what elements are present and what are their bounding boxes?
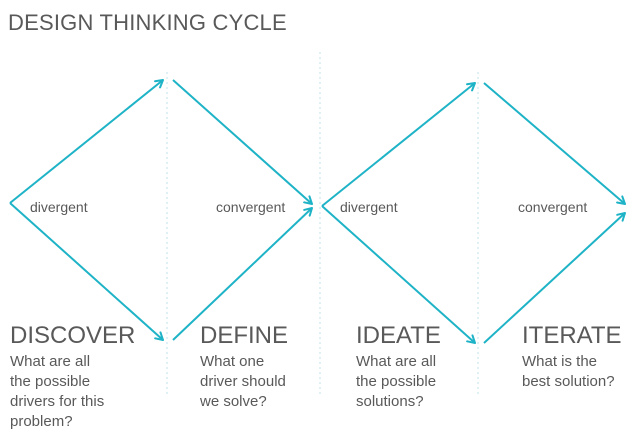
arrow-converge-down-2 bbox=[483, 82, 626, 205]
label-convergent-2: convergent bbox=[518, 199, 588, 215]
arrow-converge-down-1 bbox=[172, 79, 313, 205]
phase-define: DEFINE What one driver should we solve? bbox=[200, 322, 340, 412]
arrow-converge-up-2 bbox=[483, 212, 626, 344]
phase-name: DISCOVER bbox=[10, 322, 136, 349]
phase-iterate: ITERATE What is the best solution? bbox=[522, 322, 640, 392]
label-divergent-1: divergent bbox=[30, 199, 88, 215]
label-divergent-2: divergent bbox=[340, 199, 398, 215]
phase-name: DEFINE bbox=[200, 322, 289, 349]
phase-question: What one driver should we solve? bbox=[200, 353, 286, 410]
arrow-diverge-up-1 bbox=[9, 79, 164, 204]
arrow-diverge-up-2 bbox=[321, 82, 476, 207]
phase-question: What is the best solution? bbox=[522, 353, 615, 390]
arrow-converge-up-1 bbox=[172, 207, 313, 341]
phase-discover: DISCOVER What are all the possible drive… bbox=[10, 322, 150, 432]
phase-ideate: IDEATE What are all the possible solutio… bbox=[356, 322, 496, 412]
arrow-diverge-down-1 bbox=[9, 202, 164, 341]
phase-question: What are all the possible drivers for th… bbox=[10, 353, 105, 430]
label-convergent-1: convergent bbox=[216, 199, 286, 215]
phase-question: What are all the possible solutions? bbox=[356, 353, 437, 410]
phase-name: IDEATE bbox=[356, 322, 441, 349]
page-title: DESIGN THINKING CYCLE bbox=[8, 10, 287, 35]
phase-name: ITERATE bbox=[522, 322, 622, 349]
arrow-diverge-down-2 bbox=[321, 205, 476, 344]
